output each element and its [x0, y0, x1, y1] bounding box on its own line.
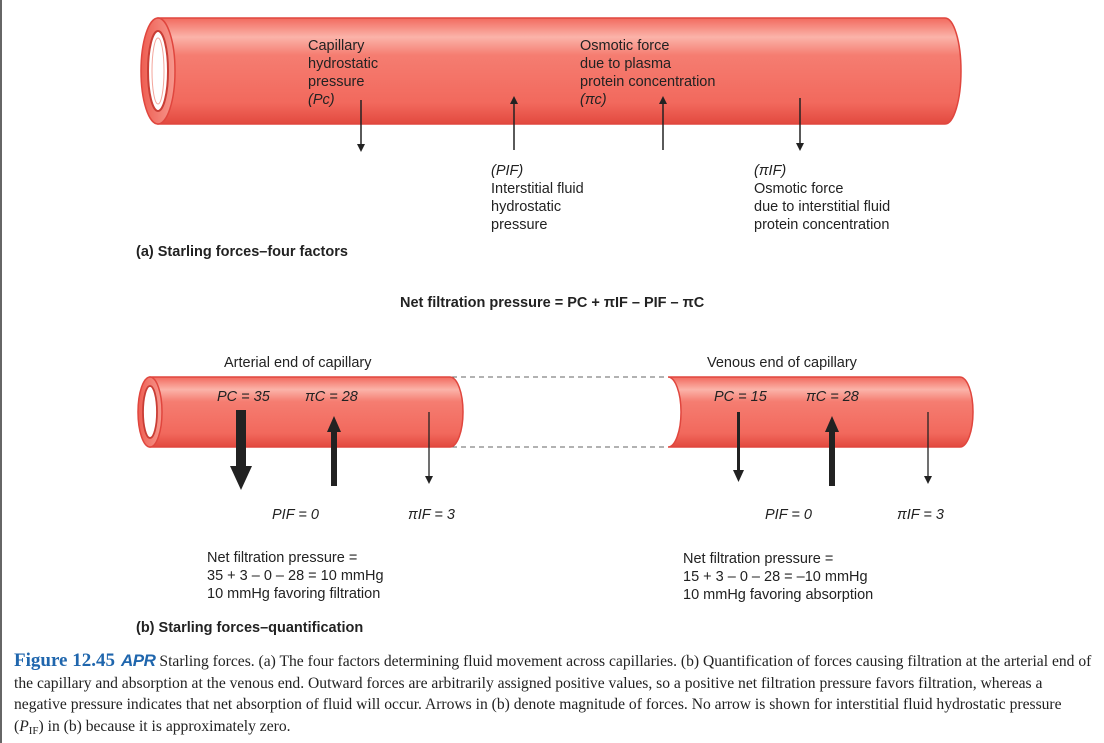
capillary-vessel-a — [140, 17, 962, 125]
venous-net-filtration: Net filtration pressure = 15 + 3 – 0 – 2… — [683, 550, 873, 604]
caption-symbol-sub: IF — [28, 724, 39, 737]
arterial-piif-label: πIF = 3 — [408, 507, 455, 523]
pif-line-1: Interstitial fluid — [491, 181, 584, 197]
arterial-net-line-3: 10 mmHg favoring filtration — [207, 586, 381, 602]
arterial-pc-label: PC = 35 — [217, 389, 270, 405]
caption-symbol: P — [19, 717, 29, 735]
osmotic-plasma-label: Osmotic force due to plasma protein conc… — [580, 37, 715, 109]
venous-net-line-3: 10 mmHg favoring absorption — [683, 587, 874, 603]
arterial-vessel — [137, 376, 464, 448]
osm-plasma-line-3: protein concentration — [580, 74, 716, 90]
arrow-arterial-pc — [230, 410, 252, 490]
arrow-venous-pic — [825, 416, 839, 486]
pif-line-2: hydrostatic — [491, 199, 562, 215]
arrow-venous-pc — [733, 412, 744, 482]
osm-if-line-3: protein concentration — [754, 217, 890, 233]
net-filtration-equation: Net filtration pressure = PC + πIF – PIF… — [400, 295, 705, 311]
panel-b-title: (b) Starling forces–quantification — [136, 620, 364, 636]
arterial-end-title: Arterial end of capillary — [224, 355, 372, 371]
venous-pic-label: πC = 28 — [806, 389, 859, 405]
pc-label: Capillary hydrostatic pressure (Pc) — [308, 37, 378, 109]
left-border — [0, 0, 2, 743]
arrow-arterial-pic — [327, 416, 341, 486]
venous-net-line-1: Net filtration pressure = — [683, 551, 834, 567]
pc-symbol: (Pc) — [308, 92, 335, 108]
osm-plasma-line-2: due to plasma — [580, 56, 672, 72]
venous-end-title: Venous end of capillary — [707, 355, 857, 371]
panel-a-title: (a) Starling forces–four factors — [136, 244, 348, 260]
caption-text: Starling forces. (a) The four factors de… — [14, 653, 1092, 735]
starling-diagram — [137, 17, 974, 490]
pc-label-line-2: hydrostatic — [308, 56, 379, 72]
osm-if-line-1: Osmotic force — [754, 181, 844, 197]
pc-label-line-3: pressure — [308, 74, 365, 90]
venous-net-line-2: 15 + 3 – 0 – 28 = –10 mmHg — [683, 569, 868, 585]
venous-piif-label: πIF = 3 — [897, 507, 944, 523]
pc-label-line-1: Capillary — [308, 38, 365, 54]
caption-text-end: ) in (b) because it is approximately zer… — [38, 717, 291, 735]
arterial-net-line-1: Net filtration pressure = — [207, 550, 358, 566]
pic-symbol: (πc) — [580, 92, 607, 108]
osm-plasma-line-1: Osmotic force — [580, 38, 670, 54]
figure-number: Figure 12.45 — [14, 650, 115, 671]
venous-pc-label: PC = 15 — [714, 389, 767, 405]
arterial-pic-label: πC = 28 — [305, 389, 358, 405]
osmotic-if-label: (πIF) Osmotic force due to interstitial … — [754, 162, 890, 234]
osm-if-line-2: due to interstitial fluid — [754, 199, 891, 215]
arterial-net-line-2: 35 + 3 – 0 – 28 = 10 mmHg — [207, 568, 384, 584]
arterial-pif-label: PIF = 0 — [272, 507, 319, 523]
piif-symbol: (πIF) — [754, 163, 787, 179]
venous-pif-label: PIF = 0 — [765, 507, 812, 523]
pif-symbol: (PIF) — [491, 163, 524, 179]
pif-label: (PIF) Interstitial fluid hydrostatic pre… — [491, 162, 584, 234]
venous-vessel — [667, 376, 974, 448]
pif-line-3: pressure — [491, 217, 548, 233]
arterial-net-filtration: Net filtration pressure = 35 + 3 – 0 – 2… — [207, 549, 384, 603]
apr-logo: APR — [120, 651, 156, 670]
